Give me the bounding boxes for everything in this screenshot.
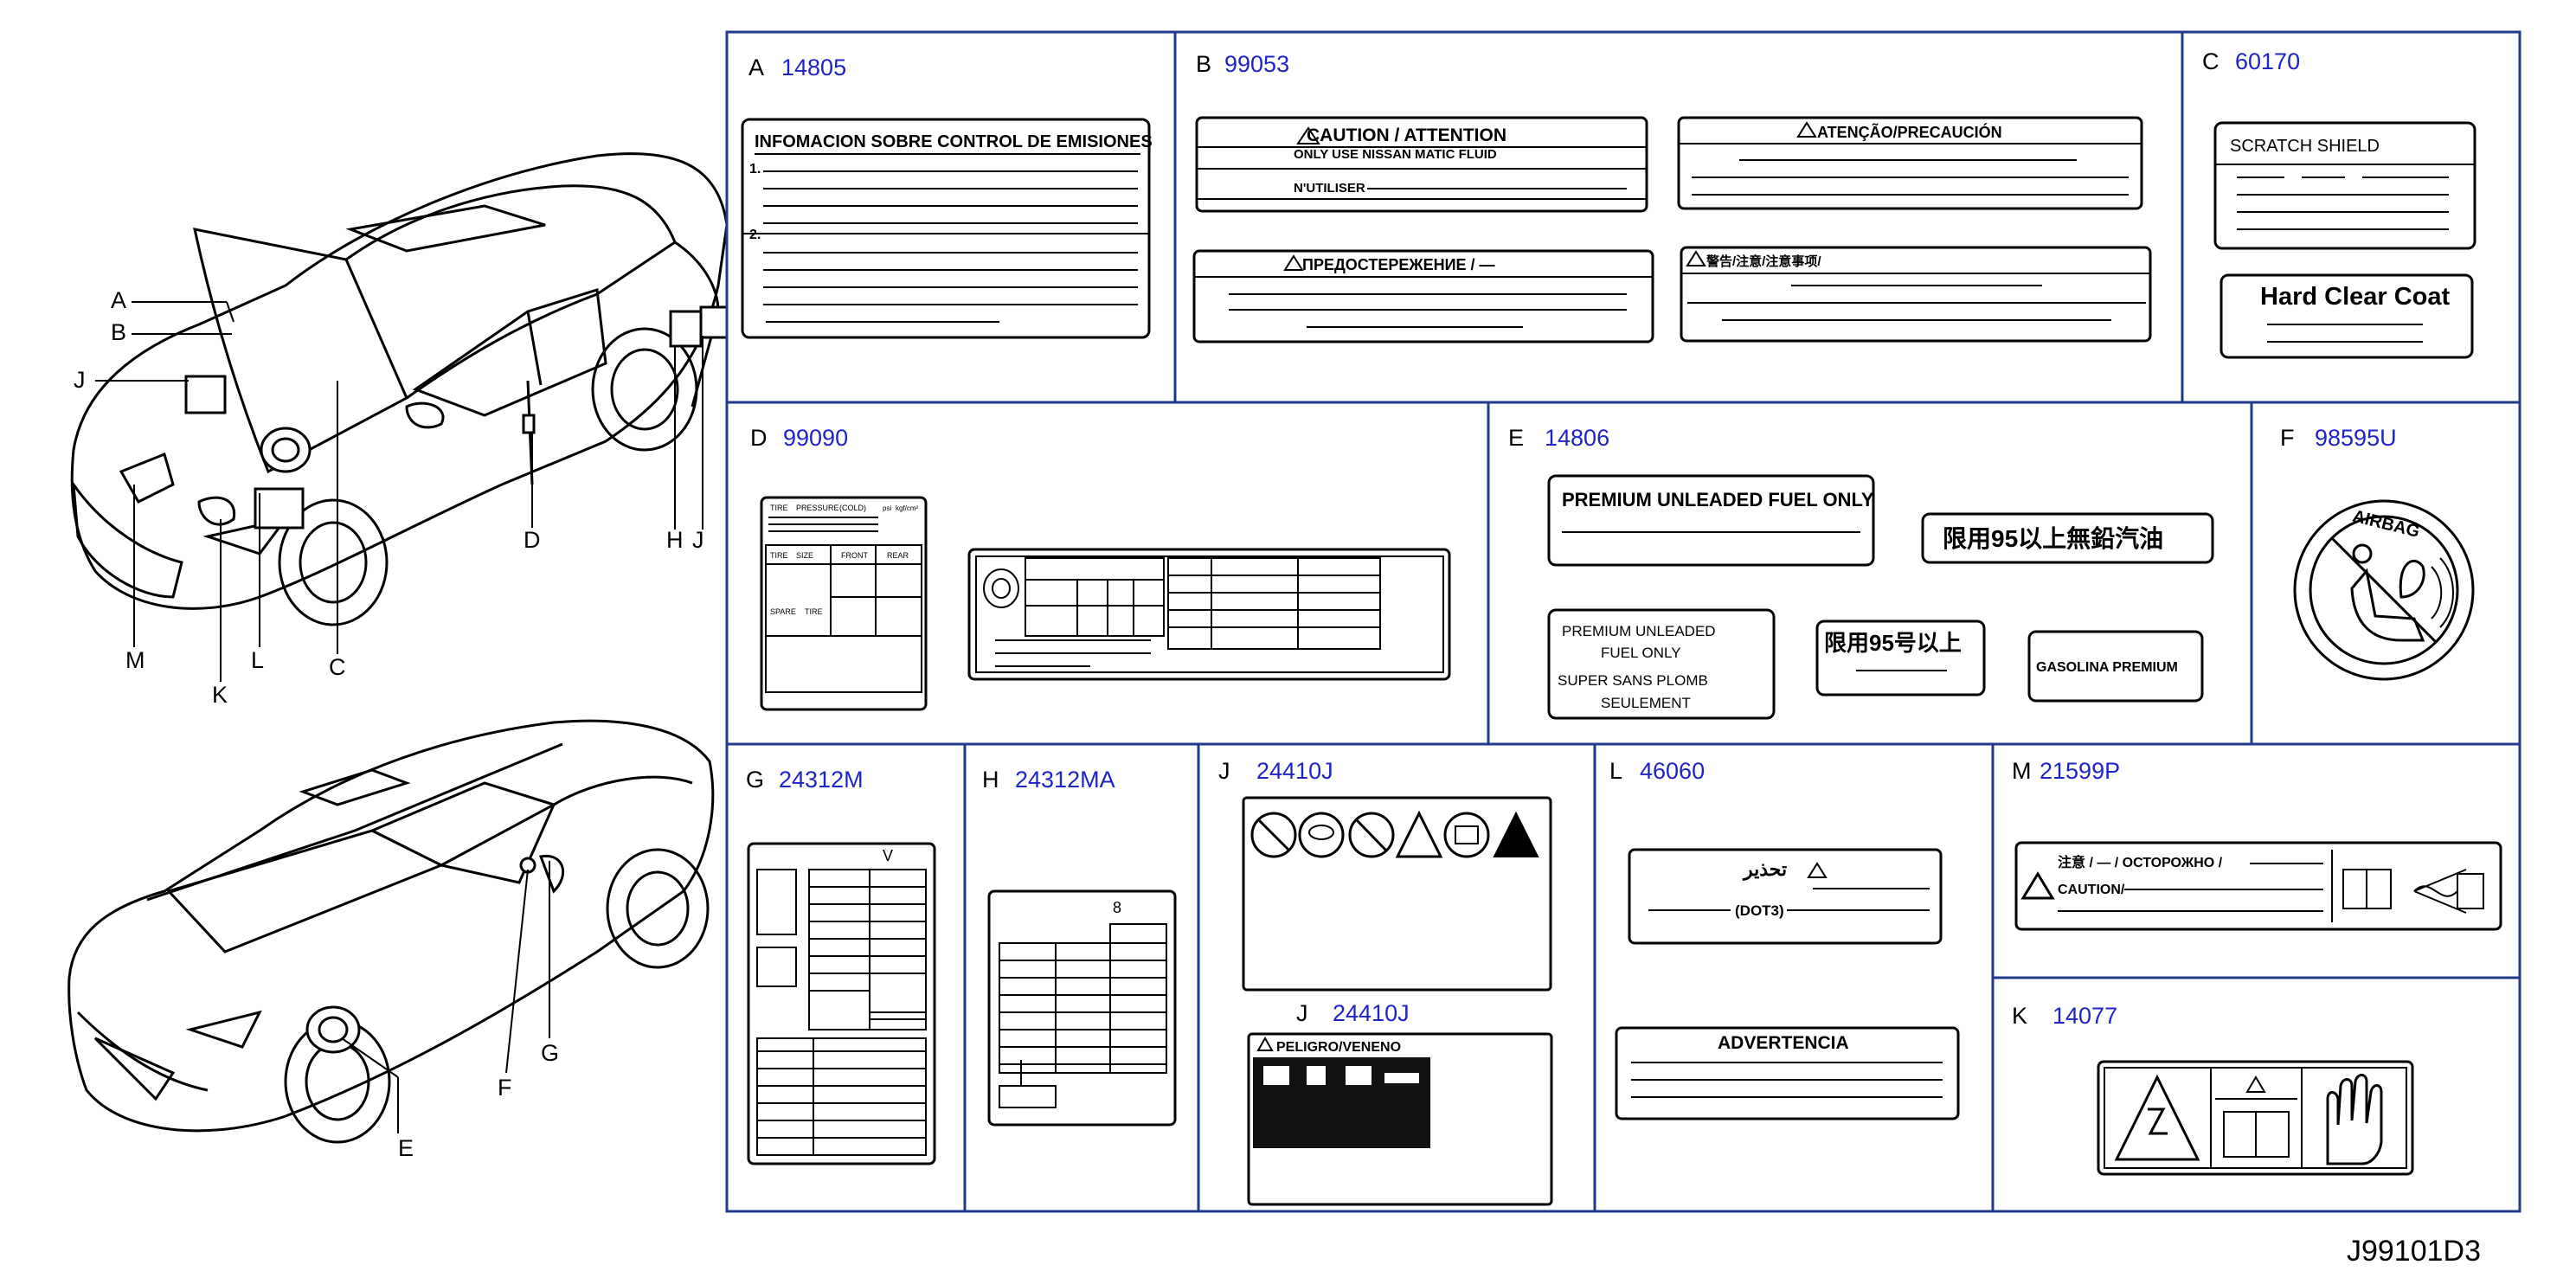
- callout-g: G: [541, 1040, 559, 1066]
- part-number-b: 99053: [1224, 51, 1289, 77]
- svg-text:ATENÇÃO/PRECAUCIÓN: ATENÇÃO/PRECAUCIÓN: [1817, 123, 2002, 141]
- callout-h: H: [666, 527, 684, 553]
- svg-text:(DOT3): (DOT3): [1735, 902, 1784, 919]
- svg-text:PREMIUM UNLEADED: PREMIUM UNLEADED: [1562, 623, 1716, 639]
- svg-text:C: C: [2202, 48, 2219, 74]
- svg-text:D: D: [750, 425, 768, 451]
- callout-b: B: [111, 319, 126, 345]
- part-number-m: 21599P: [2040, 758, 2120, 784]
- svg-text:TIRE: TIRE: [805, 607, 823, 616]
- svg-text:M: M: [2012, 758, 2032, 784]
- svg-text:TIRE: TIRE: [770, 504, 788, 512]
- svg-text:L: L: [1609, 758, 1622, 784]
- svg-text:J: J: [1296, 1000, 1308, 1026]
- svg-text:SIZE: SIZE: [796, 551, 813, 560]
- cell-b: B 99053 CAUTION / ATTENTION ONLY USE NIS…: [1192, 51, 2152, 343]
- callout-e: E: [398, 1135, 414, 1161]
- cell-k: K 14077: [2012, 1003, 2414, 1176]
- part-number-j2: 24410J: [1333, 1000, 1410, 1026]
- cell-h: H 24312MA 8: [982, 767, 1177, 1127]
- svg-text:警告/注意/注意事项/: 警告/注意/注意事项/: [1706, 254, 1821, 269]
- svg-text:E: E: [1508, 425, 1524, 451]
- svg-text:FUEL ONLY: FUEL ONLY: [1601, 645, 1681, 661]
- part-number-g: 24312M: [779, 767, 864, 793]
- caution-attention-text: CAUTION / ATTENTION: [1307, 125, 1506, 145]
- svg-text:PREMIUM UNLEADED FUEL ONLY: PREMIUM UNLEADED FUEL ONLY: [1562, 489, 1874, 510]
- svg-text:V: V: [883, 847, 893, 864]
- svg-text:SEULEMENT: SEULEMENT: [1601, 695, 1691, 711]
- svg-text:kgf/cm²: kgf/cm²: [896, 504, 919, 512]
- part-number-d: 99090: [783, 425, 848, 451]
- part-number-k: 14077: [2052, 1003, 2117, 1029]
- svg-text:H: H: [982, 767, 999, 793]
- svg-text:SPARE: SPARE: [770, 607, 796, 616]
- part-number-c: 60170: [2235, 48, 2300, 74]
- svg-text:8: 8: [1113, 899, 1121, 916]
- svg-text:PELIGRO/VENENO: PELIGRO/VENENO: [1276, 1040, 1401, 1055]
- svg-text:G: G: [746, 767, 764, 793]
- callout-d: D: [524, 527, 541, 553]
- cell-d: D 99090 TIRE PRESSURE (COLD) psi kgf/cm²…: [750, 425, 1451, 711]
- cell-f: F 98595U AIRBAG: [2280, 425, 2475, 681]
- callouts-top-car: A B J D H J M K L C: [74, 287, 704, 708]
- svg-text:psi: psi: [883, 504, 891, 512]
- cell-j: J 24410J J 24410J PELIGRO/VENENO: [1218, 758, 1553, 1206]
- battery-warning-icons: [1250, 810, 1539, 858]
- svg-text:SUPER SANS PLOMB: SUPER SANS PLOMB: [1558, 672, 1708, 689]
- svg-text:F: F: [2280, 425, 2295, 451]
- svg-text:(COLD): (COLD): [839, 504, 866, 512]
- callout-j-rear: J: [692, 527, 704, 553]
- svg-text:FRONT: FRONT: [841, 551, 868, 560]
- part-number-e: 14806: [1545, 425, 1609, 451]
- diagram-id: J99101D3: [2346, 1235, 2481, 1268]
- cell-e: E 14806 PREMIUM UNLEADED FUEL ONLY 限用95以…: [1508, 425, 2214, 720]
- svg-text:N'UTILISER: N'UTILISER: [1294, 181, 1365, 196]
- svg-text:J: J: [1218, 758, 1230, 784]
- cell-m: M 21599P 注意 / — / ОСТОРОЖНО / CAUTION/: [2012, 758, 2502, 931]
- emission-label: [741, 118, 1151, 339]
- car-bottom-illustration: [67, 719, 715, 1144]
- part-number-l: 46060: [1640, 758, 1705, 784]
- svg-text:PRESSURE: PRESSURE: [796, 504, 839, 512]
- part-number-f: 98595U: [2315, 425, 2397, 451]
- callout-f: F: [498, 1075, 512, 1101]
- svg-text:B: B: [1196, 51, 1211, 77]
- hard-clear-coat-text: Hard Clear Coat: [2260, 283, 2451, 311]
- part-number-a: 14805: [781, 55, 846, 80]
- callout-k: K: [212, 682, 228, 708]
- svg-text:GASOLINA PREMIUM: GASOLINA PREMIUM: [2036, 660, 2178, 675]
- callout-j-front: J: [74, 367, 86, 393]
- svg-text:ADVERTENCIA: ADVERTENCIA: [1718, 1033, 1849, 1053]
- part-number-h: 24312MA: [1015, 767, 1115, 793]
- cell-c: C 60170 SCRATCH SHIELD Hard Clear Coat: [2202, 48, 2476, 359]
- svg-text:限用95号以上: 限用95号以上: [1824, 630, 1962, 656]
- svg-text:SCRATCH SHIELD: SCRATCH SHIELD: [2230, 137, 2380, 156]
- svg-text:ПРЕДОСТЕРЕЖЕНИЕ / —: ПРЕДОСТЕРЕЖЕНИЕ / —: [1302, 256, 1495, 273]
- svg-text:TIRE: TIRE: [770, 551, 788, 560]
- label-grid: [725, 30, 2521, 1213]
- svg-text:تحذير: تحذير: [1742, 858, 1787, 881]
- svg-text:ONLY USE NISSAN MATIC FLUID: ONLY USE NISSAN MATIC FLUID: [1294, 147, 1497, 162]
- svg-text:K: K: [2012, 1003, 2027, 1029]
- callouts-bottom-car: F G E: [341, 861, 559, 1161]
- callout-c: C: [329, 654, 346, 680]
- car-top-illustration: [70, 152, 729, 626]
- cell-a: A 14805 INFOMACION SOBRE CONTROL DE EMIS…: [741, 55, 1153, 339]
- callout-l: L: [251, 647, 264, 673]
- cell-g: G 24312M V: [746, 767, 936, 1165]
- svg-text:REAR: REAR: [887, 551, 909, 560]
- svg-text:注意 / — / ОСТОРОЖНО /: 注意 / — / ОСТОРОЖНО /: [2058, 854, 2223, 870]
- svg-text:2.: 2.: [749, 228, 761, 242]
- part-number-j: 24410J: [1256, 758, 1333, 784]
- svg-text:A: A: [748, 55, 764, 80]
- cell-l: L 46060 تحذير (DOT3) ADVERTENCIA: [1609, 758, 1960, 1120]
- svg-text:限用95以上無鉛汽油: 限用95以上無鉛汽油: [1943, 524, 2163, 552]
- svg-text:INFOMACION SOBRE CONTROL DE EM: INFOMACION SOBRE CONTROL DE EMISIONES: [755, 132, 1153, 151]
- callout-a: A: [111, 287, 126, 313]
- svg-text:CAUTION/: CAUTION/: [2058, 883, 2125, 897]
- callout-m: M: [125, 647, 145, 673]
- svg-text:1.: 1.: [749, 162, 761, 177]
